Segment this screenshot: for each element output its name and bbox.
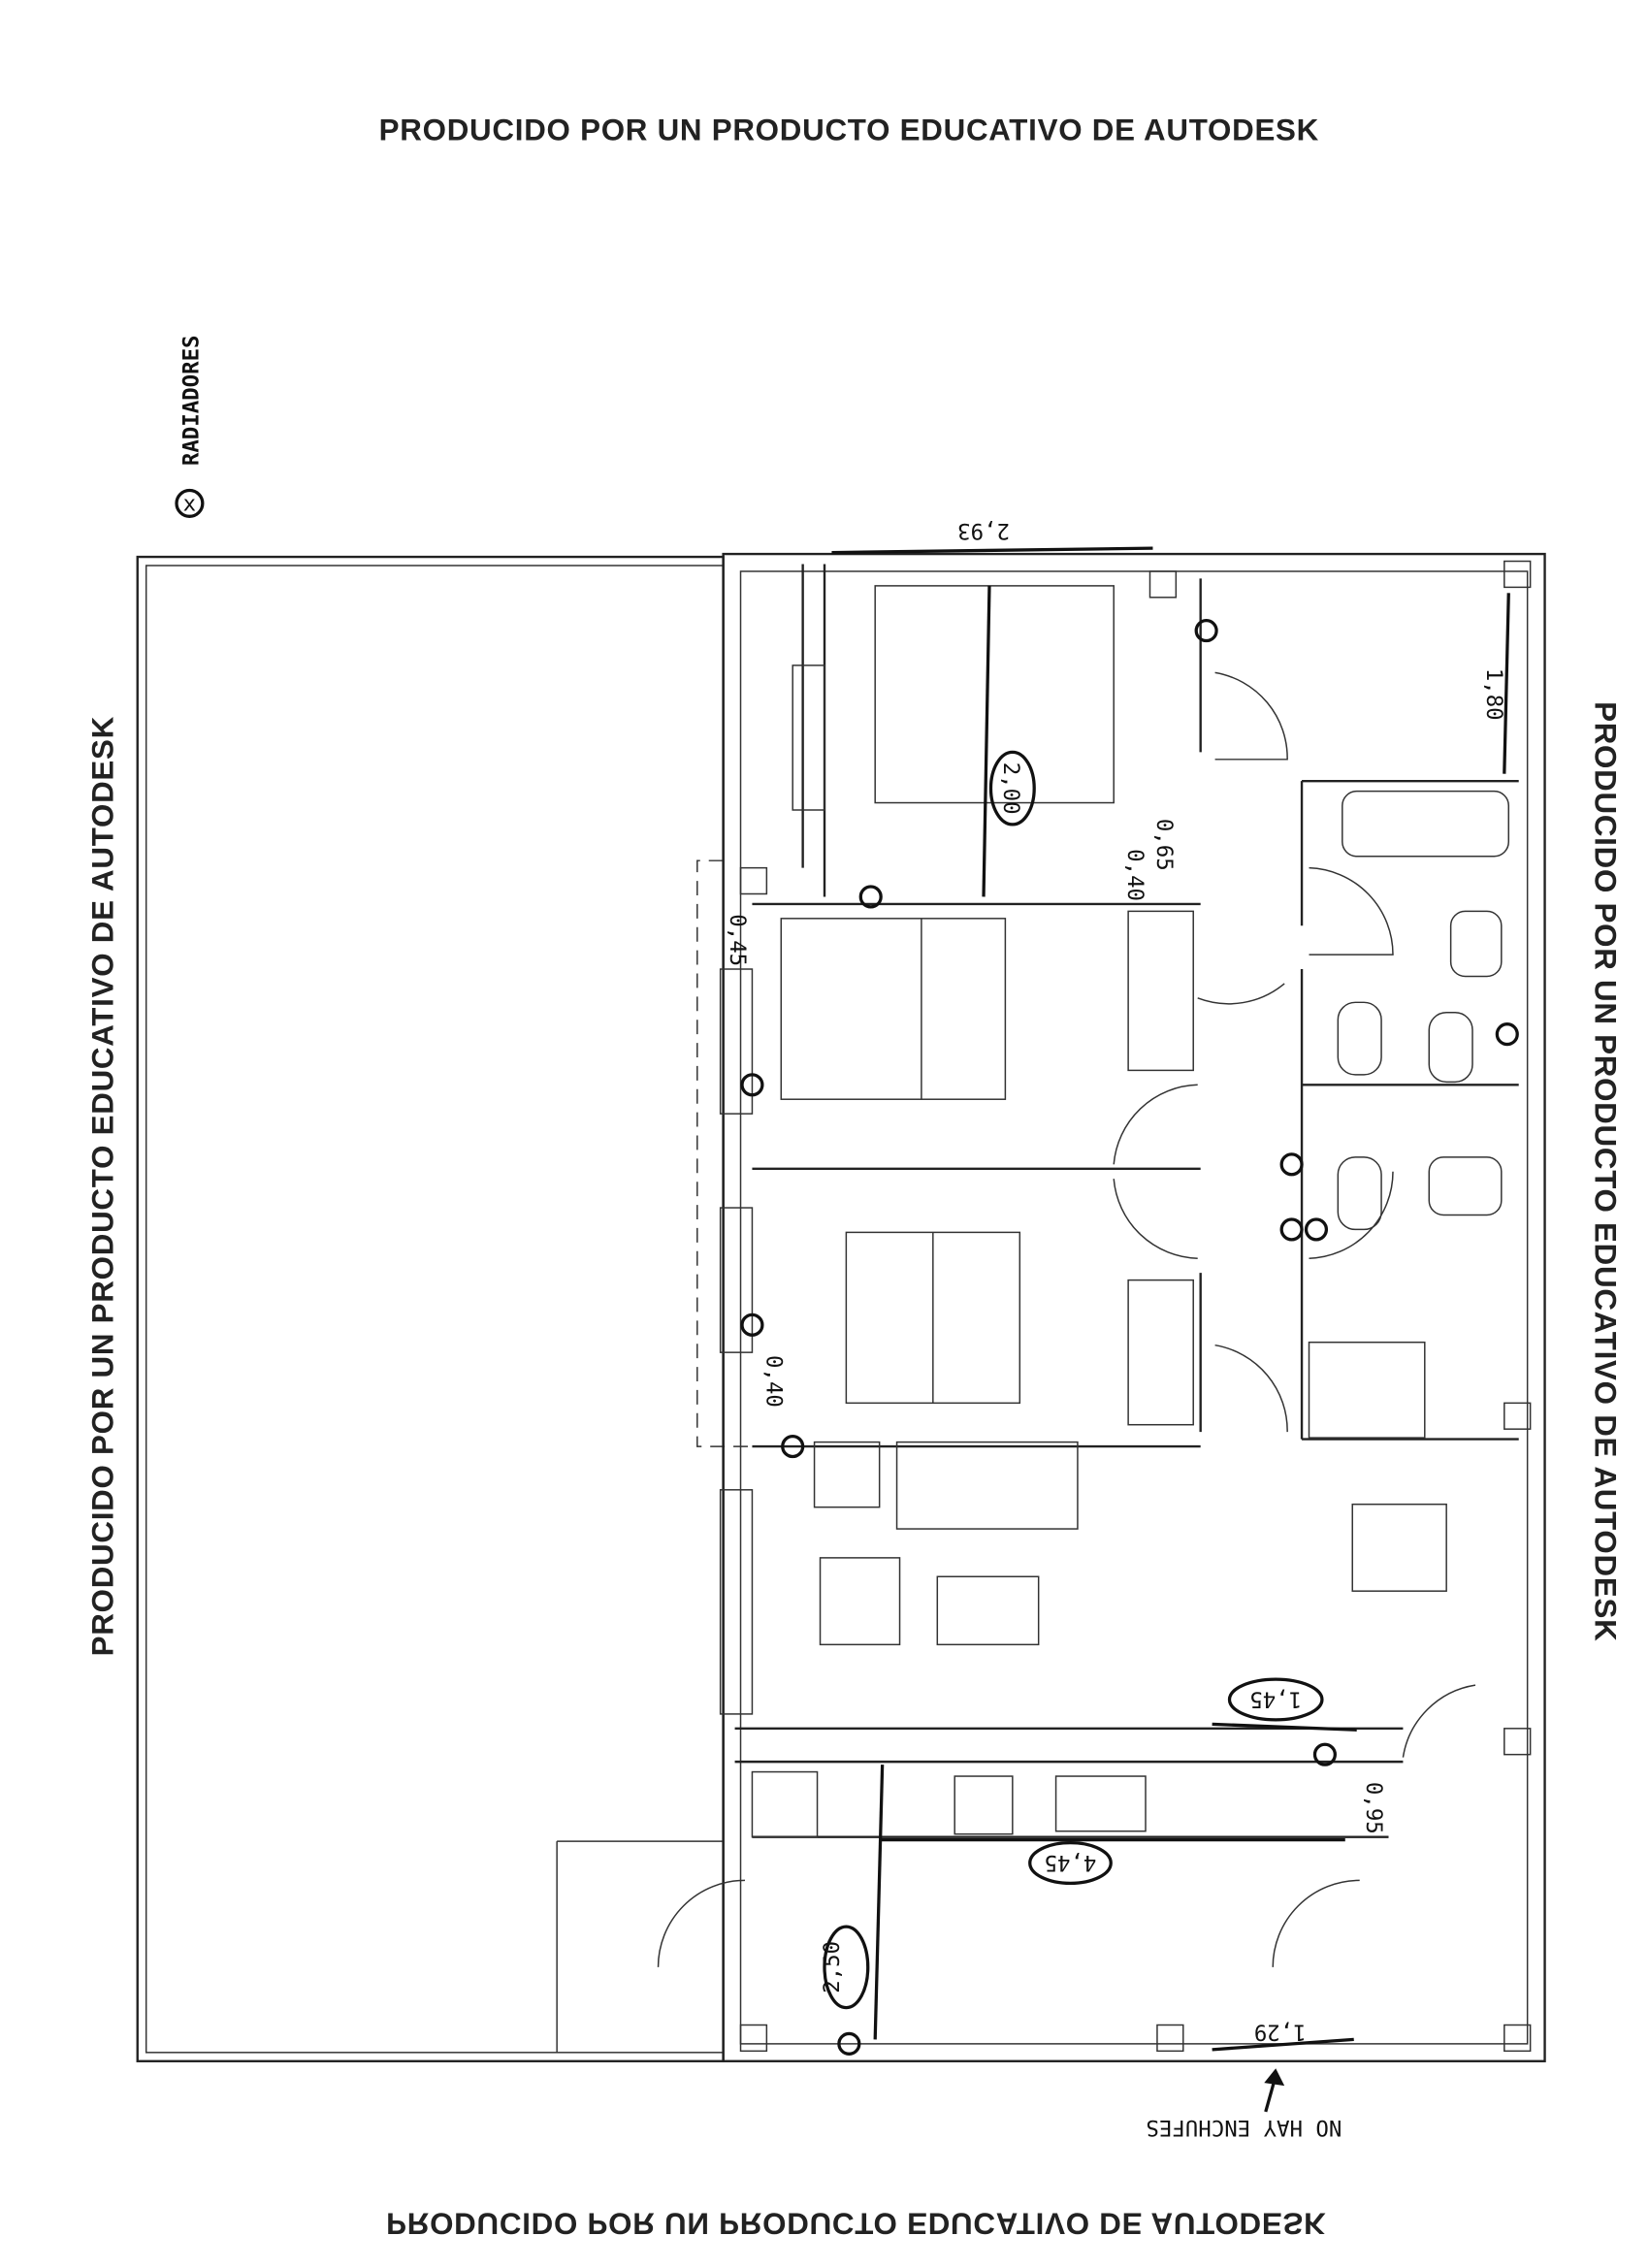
handwritten-annotations: 2,93 1,80 2,00 0,65 0,40 0,45 0,40 1,45 … (725, 518, 1510, 2140)
bidet (1428, 1012, 1473, 1084)
appliance (751, 1770, 819, 1838)
wardrobe-2 (1127, 1279, 1194, 1426)
dim-label: 4,45 (1045, 1850, 1097, 1875)
watermark-top: PRODUCIDO POR UN PRODUCTO EDUCATIVO DE A… (379, 113, 1319, 147)
apartment-walls (719, 552, 1546, 2062)
dim-label: 0,45 (725, 914, 750, 966)
dim-label: 1,29 (1254, 2020, 1307, 2045)
dim-label: 2,93 (957, 518, 1010, 543)
dim-label: 0,95 (1361, 1782, 1386, 1834)
doors (657, 671, 1476, 1967)
watermark-left: PRODUCIDO POR UN PRODUCTO EDUCATIVO DE A… (85, 716, 119, 1656)
furniture (751, 585, 1510, 1838)
double-bed (874, 585, 1115, 804)
dining-table (1351, 1503, 1447, 1592)
bathtub (1342, 790, 1510, 858)
shower (1308, 1341, 1426, 1439)
wardrobe (1127, 910, 1194, 1072)
dim-label: 1,45 (1249, 1687, 1302, 1712)
dim-label: 0,65 (1151, 819, 1177, 871)
watermark-bottom: PRODUCIDO POR UN PRODUCTO EDUCATIVO DE A… (386, 2206, 1326, 2240)
dim-label: 0,40 (1122, 849, 1148, 901)
dim-label: 2,50 (820, 1941, 845, 1993)
sink-2 (1428, 1156, 1503, 1216)
sofa (895, 1441, 1079, 1530)
svg-text:x: x (183, 491, 196, 516)
radiator-legend: x RADIADORES (175, 336, 205, 518)
dim-label: 0,40 (760, 1355, 786, 1408)
watermark-right: PRODUCIDO POR UN PRODUCTO EDUCATIVO DE A… (1589, 701, 1623, 1641)
toilet-2 (1337, 1156, 1382, 1231)
kitchen-sink (1054, 1775, 1147, 1832)
dim-label: 1,80 (1481, 668, 1506, 721)
dim-label: 2,00 (998, 762, 1023, 815)
armchair-2 (819, 1557, 901, 1646)
twin-beds (780, 918, 1007, 1100)
toilet (1337, 1001, 1382, 1076)
armchair (813, 1441, 881, 1508)
terrace (136, 555, 753, 2062)
radiator-icon (175, 488, 205, 518)
cooktop (954, 1775, 1014, 1835)
no-outlets-note: NO HAY ENCHUFES (1146, 2115, 1342, 2140)
legend-label: RADIADORES (178, 336, 204, 467)
sink (1449, 910, 1503, 978)
coffee-table (936, 1575, 1040, 1646)
radiator-markers (740, 619, 1519, 2056)
